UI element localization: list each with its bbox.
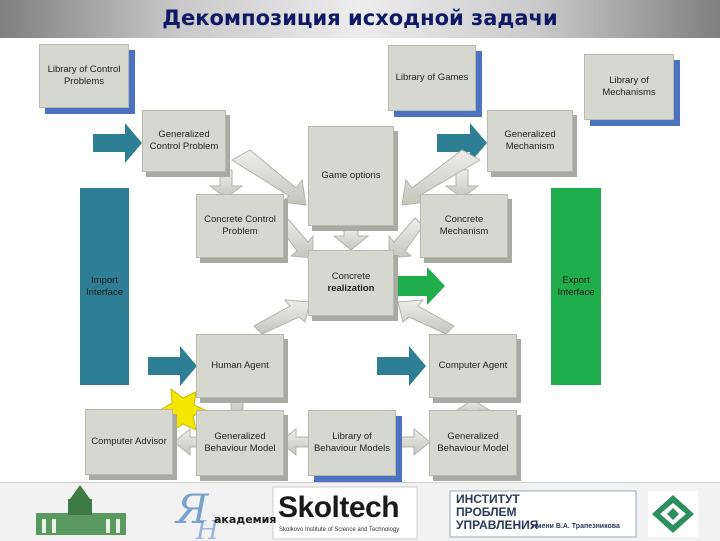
human-agent-box: Human Agent: [196, 334, 284, 398]
skoltech-wordmark: Skoltech: [278, 491, 400, 524]
generalized-behaviour-model-right-box: Generalized Behaviour Model: [429, 410, 517, 476]
svg-text:Н: Н: [195, 516, 220, 541]
teal-arrow-gen-mechanism: [437, 123, 487, 163]
grey-arrows: [173, 149, 491, 457]
library-of-control-problems-box: Library of Control Problems: [39, 44, 129, 108]
generalized-control-problem-box: Generalized Control Problem: [142, 110, 226, 172]
concrete-control-problem-box: Concrete Control Problem: [196, 194, 284, 258]
green-arrow-export: [396, 267, 445, 305]
svg-text:Я: Я: [174, 487, 209, 533]
teal-arrow-computer-agent: [377, 346, 426, 386]
footer-graphics: Я Н: [36, 485, 698, 541]
ipu-named-after: имени В.А. Трапезникова: [532, 523, 620, 530]
library-of-behaviour-models-box: Library of Behaviour Models: [308, 410, 396, 476]
game-options-box: Game options: [308, 126, 394, 226]
export-interface-bar: Export Interface: [551, 188, 601, 385]
building-logo: [36, 485, 126, 535]
import-interface-bar: Import Interface: [80, 188, 129, 385]
right-emblem: [648, 491, 698, 537]
ipu-line-3: УПРАВЛЕНИЯ: [456, 518, 539, 532]
logo-footer: Я Н академия Skoltech Skolkovo Institute…: [0, 482, 720, 541]
page-title: Декомпозиция исходной задачи: [162, 6, 558, 30]
ipu-logo-box: [449, 490, 637, 538]
academy-logo: Я Н: [174, 487, 220, 541]
connector-arrows: [93, 123, 491, 457]
generalized-behaviour-model-left-box: Generalized Behaviour Model: [196, 410, 284, 476]
title-bar: [0, 0, 720, 38]
library-of-games-box: Library of Games: [388, 45, 476, 111]
generalized-mechanism-box: Generalized Mechanism: [487, 110, 573, 172]
concrete-mechanism-box: Concrete Mechanism: [420, 194, 508, 258]
skoltech-subtitle: Skolkovo Institute of Science and Techno…: [279, 527, 400, 533]
ipu-line-1: ИНСТИТУТ: [456, 492, 520, 506]
computer-advisor-box: Computer Advisor: [85, 409, 173, 475]
library-of-mechanisms-box: Library of Mechanisms: [584, 54, 674, 120]
ipu-line-2: ПРОБЛЕМ: [456, 505, 517, 519]
computer-agent-box: Computer Agent: [429, 334, 517, 398]
academy-word: академия: [214, 513, 277, 526]
teal-arrow-human-agent: [148, 346, 197, 386]
teal-arrow-gen-control: [93, 123, 142, 163]
skoltech-logo-box: [272, 486, 418, 540]
concrete-realization-box: Concrete realization: [308, 250, 394, 316]
